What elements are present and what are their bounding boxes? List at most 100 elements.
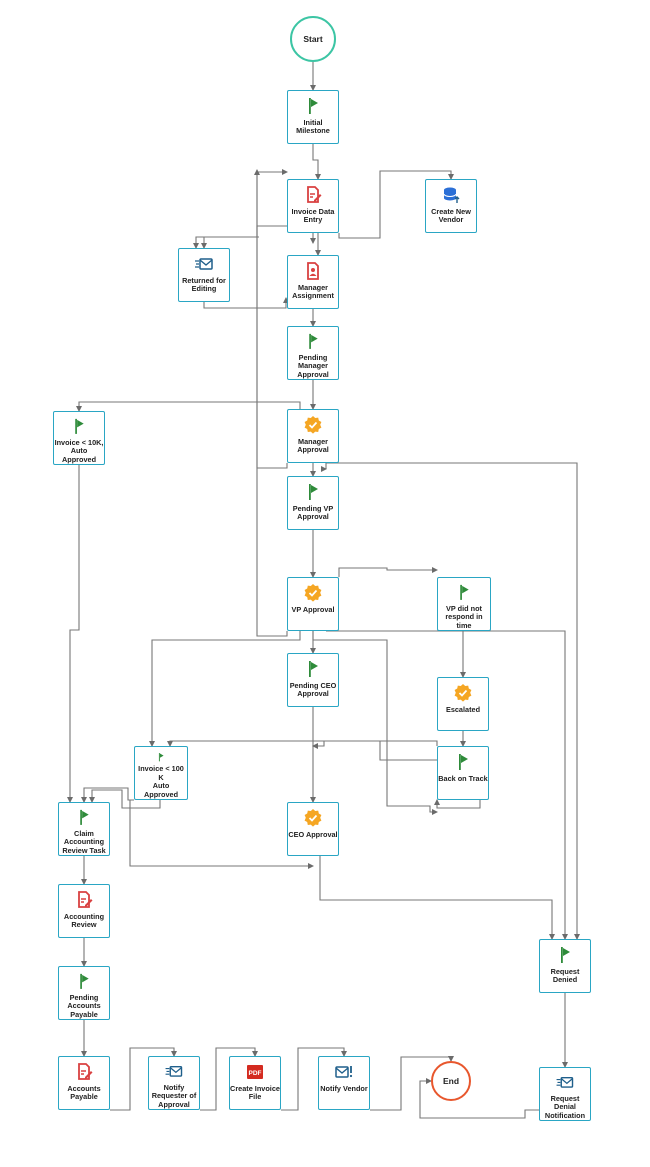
connector-lines xyxy=(67,62,580,1119)
connector-line xyxy=(419,1078,539,1119)
node-label: Create Invoice File xyxy=(230,1084,280,1102)
flag-icon xyxy=(158,753,164,762)
connector-line xyxy=(203,297,289,309)
flag-icon xyxy=(459,754,468,770)
connector-line xyxy=(256,169,288,469)
request-denial-notification-node[interactable]: Request Denial Notification xyxy=(539,1067,591,1121)
connector-line xyxy=(434,799,481,809)
connector-line xyxy=(312,144,321,180)
node-label: Pending CEO Approval xyxy=(289,681,337,699)
connector-line xyxy=(326,462,580,940)
node-label: Back on Track xyxy=(438,774,488,783)
connector-line xyxy=(200,1047,258,1111)
node-label: Pending VP Approval xyxy=(292,504,334,522)
create-invoice-file-node[interactable]: PDF Create Invoice File xyxy=(229,1056,281,1110)
connector-line xyxy=(338,567,438,577)
connector-line xyxy=(281,1047,347,1111)
invoice-data-entry-node[interactable]: Invoice Data Entry xyxy=(287,179,339,233)
invoice-under-100k-node[interactable]: Invoice < 100 K Auto Approved xyxy=(134,746,188,800)
flag-icon xyxy=(80,973,89,989)
approval-icon xyxy=(304,416,322,434)
node-label: Returned for Editing xyxy=(182,276,226,294)
pending-ceo-approval-node[interactable]: Pending CEO Approval xyxy=(287,653,339,707)
node-label: Manager Approval xyxy=(297,437,329,455)
form-icon xyxy=(78,891,93,908)
pdf-icon: PDF xyxy=(247,1065,263,1079)
connector-line xyxy=(326,630,568,940)
claim-accounting-review-node[interactable]: Claim Accounting Review Task xyxy=(58,802,110,856)
flag-icon xyxy=(309,333,318,349)
connector-line xyxy=(254,169,288,637)
node-label: Accounts Payable xyxy=(67,1084,101,1102)
node-label: Invoice < 10K, Auto Approved xyxy=(54,437,104,464)
escalated-node[interactable]: Escalated xyxy=(437,677,489,731)
request-denied-node[interactable]: Request Denied xyxy=(539,939,591,993)
email-icon xyxy=(165,1065,183,1077)
connector-line xyxy=(110,1047,177,1111)
flag-icon xyxy=(309,98,318,114)
node-label: Claim Accounting Review Task xyxy=(62,828,106,855)
connector-line xyxy=(319,856,555,940)
node-label: Initial Milestone xyxy=(296,118,330,136)
ceo-approval-node[interactable]: CEO Approval xyxy=(287,802,339,856)
connector-line xyxy=(312,740,437,761)
pending-vp-approval-node[interactable]: Pending VP Approval xyxy=(287,476,339,530)
approval-icon xyxy=(304,584,322,602)
flag-icon xyxy=(460,584,469,600)
invoice-under-10k-node[interactable]: Invoice < 10K, Auto Approved xyxy=(53,411,105,465)
end-node[interactable]: End xyxy=(431,1061,471,1101)
accounts-payable-node[interactable]: Accounts Payable xyxy=(58,1056,110,1110)
node-label: Invoice Data Entry xyxy=(291,207,335,225)
returned-for-editing-node[interactable]: Returned for Editing xyxy=(178,248,230,302)
node-label: Pending Manager Approval xyxy=(297,352,329,379)
user-doc-icon xyxy=(307,262,319,280)
vp-did-not-respond-node[interactable]: VP did not respond in time xyxy=(437,577,491,631)
node-label: Invoice < 100 K Auto Approved xyxy=(138,764,184,799)
node-label: Notify Requester of Approval xyxy=(151,1082,197,1109)
node-label: Create New Vendor xyxy=(431,207,471,225)
connector-line xyxy=(193,236,259,249)
start-node[interactable]: Start xyxy=(290,16,336,62)
connector-line xyxy=(129,800,314,869)
connector-line xyxy=(312,631,438,815)
back-on-track-node[interactable]: Back on Track xyxy=(437,746,489,800)
node-label: Escalated xyxy=(445,705,481,714)
create-new-vendor-node[interactable]: Create New Vendor xyxy=(425,179,477,233)
node-label: CEO Approval xyxy=(288,830,338,839)
node-label: Accounting Review xyxy=(63,912,105,930)
notify-requester-node[interactable]: Notify Requester of Approval xyxy=(148,1056,200,1110)
svg-text:PDF: PDF xyxy=(249,1070,262,1077)
flag-icon xyxy=(80,809,89,825)
node-label: Pending Accounts Payable xyxy=(67,992,101,1019)
pending-manager-approval-node[interactable]: Pending Manager Approval xyxy=(287,326,339,380)
connector-line xyxy=(370,1056,454,1111)
email-icon xyxy=(195,258,213,270)
node-label: Request Denied xyxy=(550,967,580,985)
form-icon xyxy=(307,186,322,203)
pending-accounts-payable-node[interactable]: Pending Accounts Payable xyxy=(58,966,110,1020)
node-label: Notify Vendor xyxy=(320,1084,368,1093)
manager-approval-node[interactable]: Manager Approval xyxy=(287,409,339,463)
node-label: Manager Assignment xyxy=(292,283,334,301)
approval-icon xyxy=(304,809,322,827)
accounting-review-node[interactable]: Accounting Review xyxy=(58,884,110,938)
email-icon xyxy=(556,1076,574,1088)
connector-line xyxy=(167,740,438,747)
connector-line xyxy=(149,631,301,747)
node-label: VP did not respond in time xyxy=(445,603,483,630)
flag-icon xyxy=(309,484,318,500)
form-icon xyxy=(78,1063,93,1080)
vp-approval-node[interactable]: VP Approval xyxy=(287,577,339,631)
manager-assignment-node[interactable]: Manager Assignment xyxy=(287,255,339,309)
connector-line xyxy=(76,401,301,412)
email-alert-icon xyxy=(335,1066,353,1078)
connector-line xyxy=(89,789,161,809)
flag-icon xyxy=(561,947,570,963)
initial-milestone-node[interactable]: Initial Milestone xyxy=(287,90,339,144)
connector-line xyxy=(338,170,454,239)
database-icon xyxy=(443,187,460,203)
approval-icon xyxy=(454,684,472,702)
flag-icon xyxy=(309,661,318,677)
notify-vendor-node[interactable]: Notify Vendor xyxy=(318,1056,370,1110)
